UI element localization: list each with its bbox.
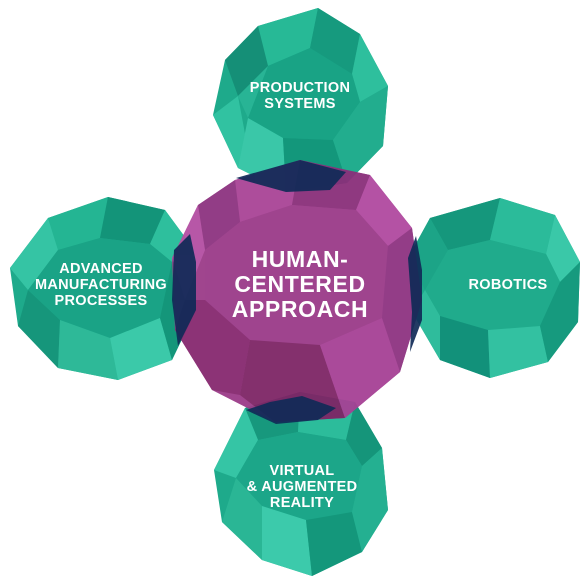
center-label: HUMAN- CENTERED APPROACH: [231, 246, 369, 322]
overlap-top: [236, 160, 346, 192]
overlap-regions: [172, 160, 422, 424]
node-advanced-manufacturing-shape: [10, 197, 196, 380]
node-label-top: PRODUCTION SYSTEMS: [249, 80, 351, 112]
node-label-bottom: VIRTUAL & AUGMENTED REALITY: [246, 463, 358, 511]
overlap-right: [408, 236, 422, 352]
overlap-bottom: [246, 396, 336, 424]
node-label-left: ADVANCED MANUFACTURING PROCESSES: [35, 261, 167, 309]
node-label-right: ROBOTICS: [468, 277, 548, 293]
overlap-left: [172, 234, 196, 346]
